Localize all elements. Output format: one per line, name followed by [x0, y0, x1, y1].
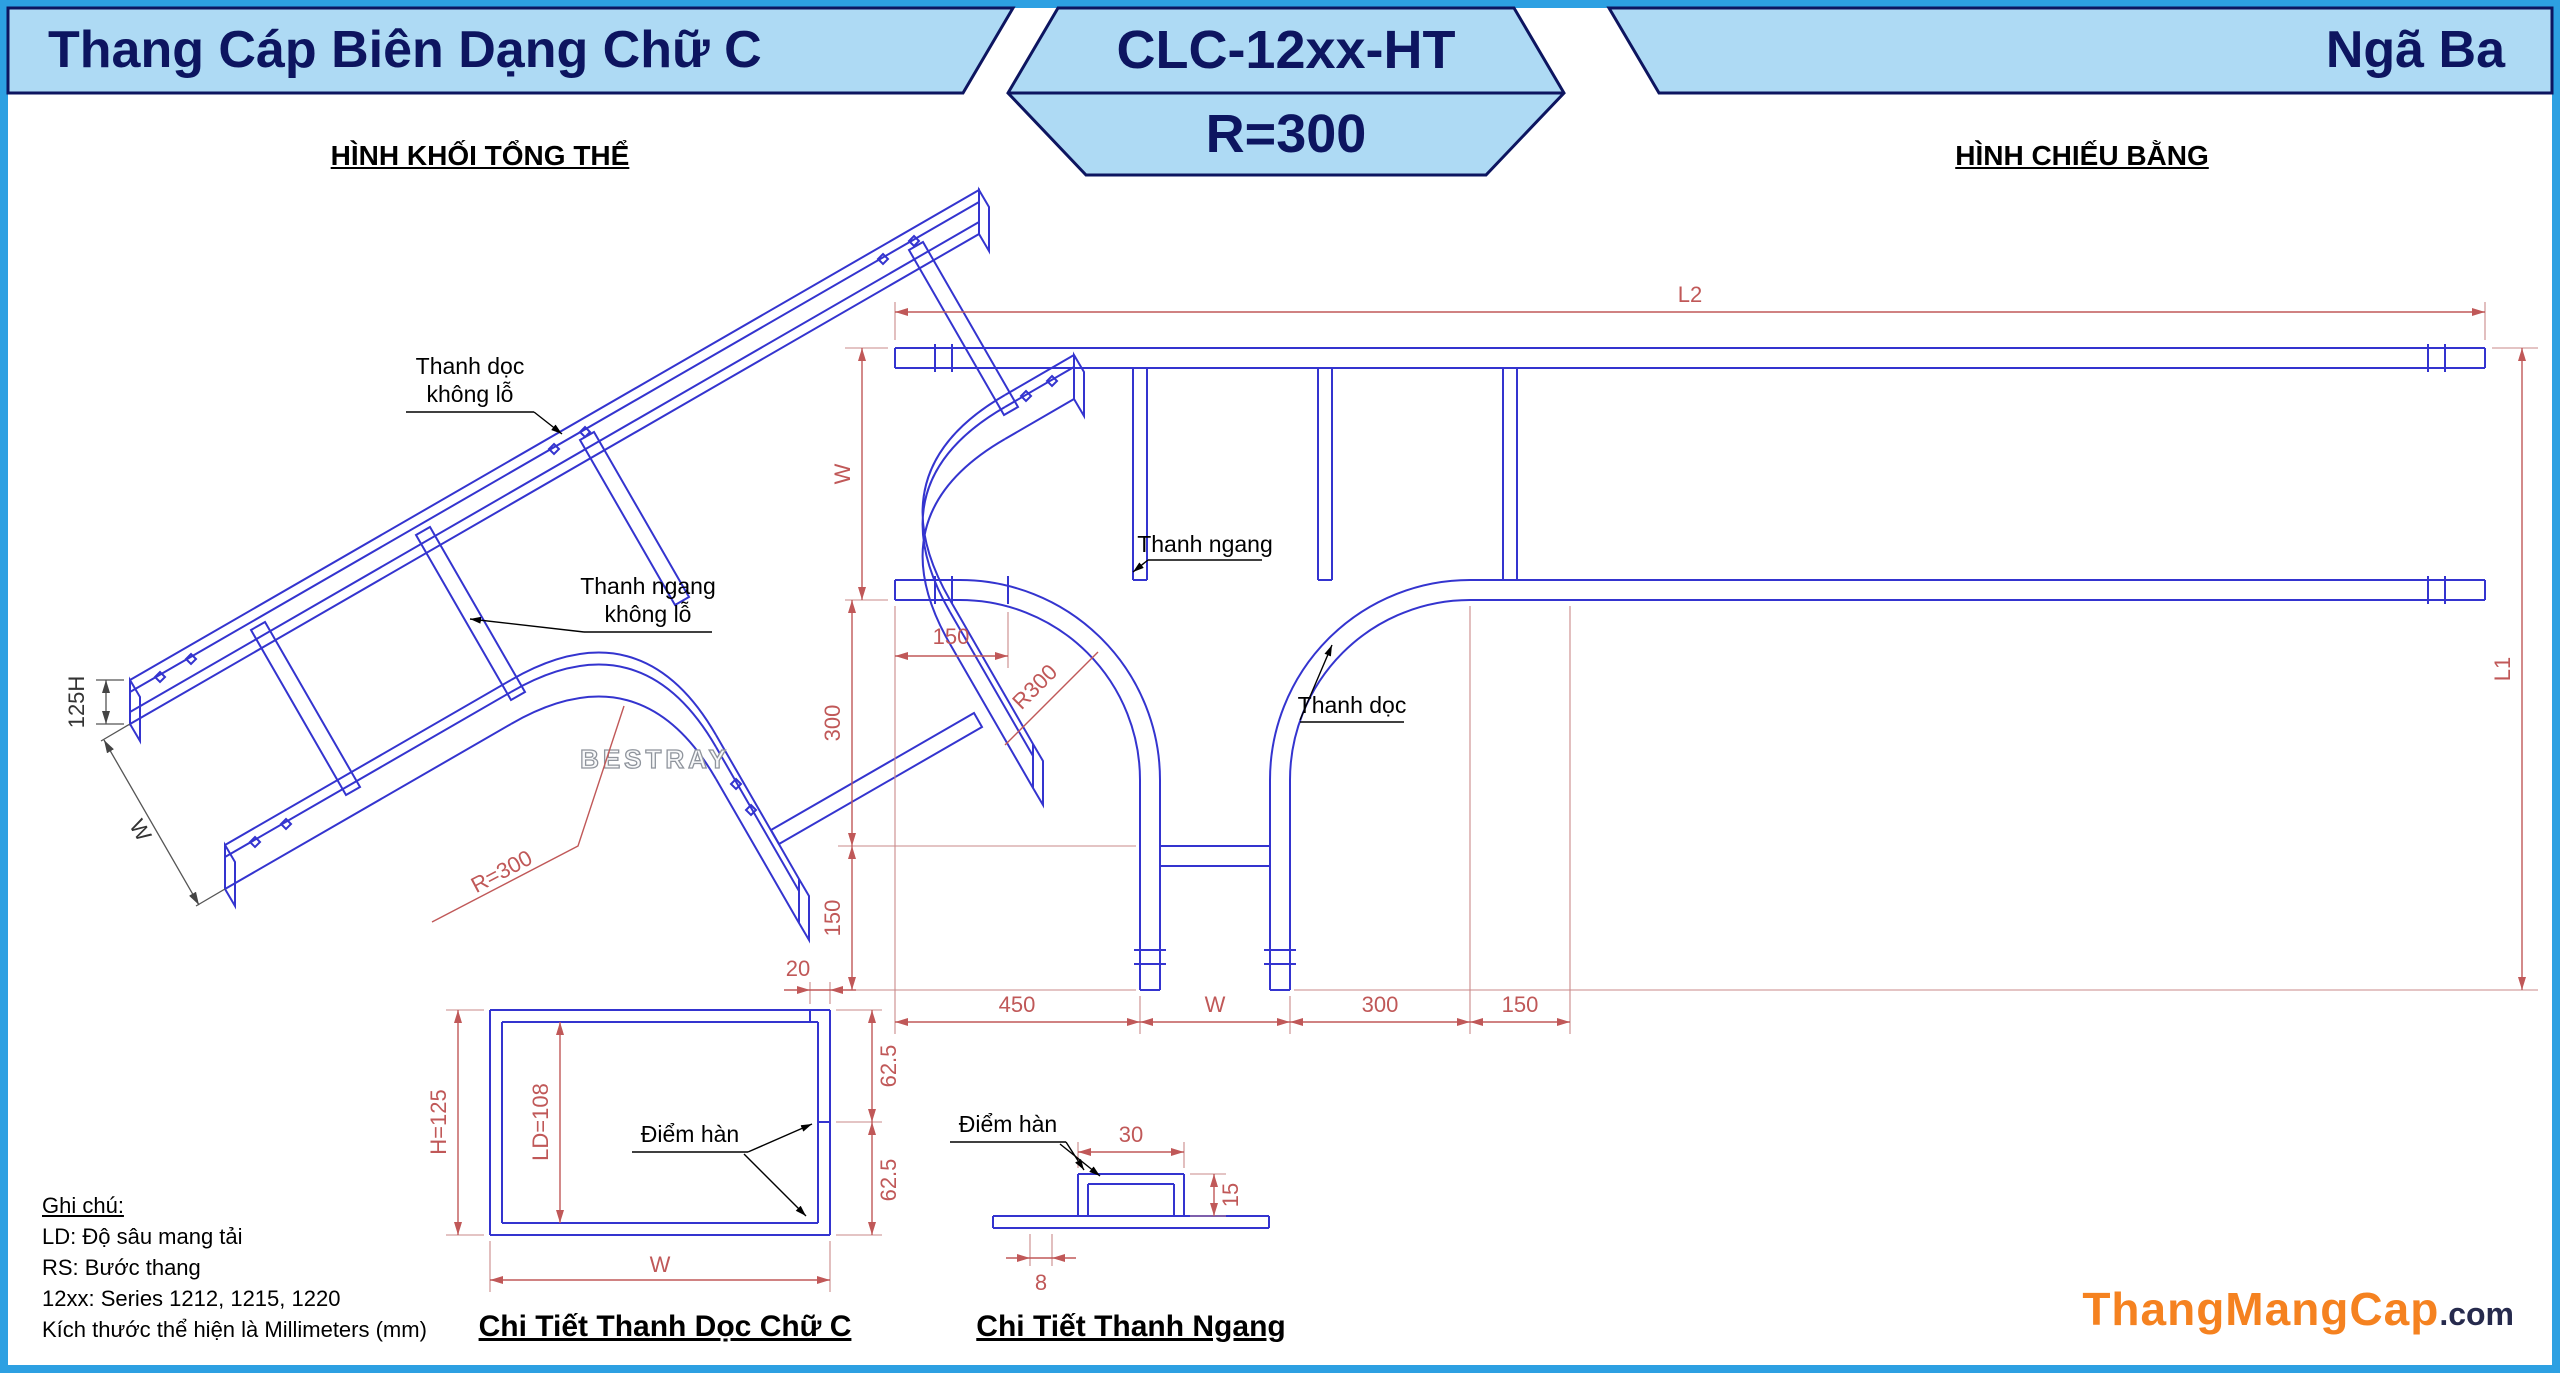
plan-rung-label: Thanh ngang: [1137, 531, 1273, 557]
rung-dim-30-label: 30: [1119, 1122, 1143, 1147]
c-dim-h-label: H=125: [426, 1089, 451, 1154]
rung-dim-8-label: 8: [1035, 1270, 1047, 1295]
iso-near-rail-left: [224, 679, 512, 910]
iso-branch-right-rail: [949, 599, 1044, 809]
notes-line-series: 12xx: Series 1212, 1215, 1220: [42, 1286, 341, 1311]
plan-view: L2 W 150 300 150 R300 L1 450 W 300 150 T…: [820, 282, 2538, 1034]
c-weld-leader-1: [747, 1123, 813, 1153]
plan-view-title: HÌNH CHIẾU BẰNG: [1955, 140, 2209, 171]
plan-dim-l2-label: L2: [1678, 282, 1702, 307]
iso-dim-height-label: 125H: [64, 676, 89, 729]
c-profile-section: [489, 1009, 831, 1236]
plan-dim-450-label: 450: [999, 992, 1036, 1017]
iso-rung-leader: [469, 616, 585, 633]
c-dim-62-top-label: 62.5: [876, 1045, 901, 1088]
rung-weld-leader-2: [1059, 1143, 1101, 1177]
rung-dim-8-ext: [1029, 1234, 1053, 1266]
site-logo-domain: .com: [2439, 1296, 2514, 1332]
header-bar: Thang Cáp Biên Dạng Chữ C CLC-12xx-HT R=…: [6, 6, 2554, 177]
iso-rungs: [249, 240, 1020, 846]
c-dim-h-ext: [446, 1009, 484, 1236]
radius-code: R=300: [1206, 104, 1367, 164]
c-dim-w-label: W: [650, 1252, 671, 1277]
plan-dim-w-label: W: [830, 463, 855, 484]
plan-rungs: [1132, 368, 1518, 581]
plan-side-rail-label: Thanh dọc: [1298, 692, 1407, 718]
product-title: Thang Cáp Biên Dạng Chữ C: [48, 21, 762, 79]
plan-dim-r300-leader: [1004, 651, 1099, 746]
rung-weld-label: Điểm hàn: [959, 1111, 1057, 1137]
plan-side-rail-leader: [1299, 644, 1333, 721]
plan-dim-150-bottom-label: 150: [1502, 992, 1539, 1017]
bestray-watermark: BESTRAY: [580, 744, 730, 774]
iso-dim-radius-leader: [431, 705, 625, 923]
c-weld-label: Điểm hàn: [641, 1121, 739, 1147]
c-weld-leader-2: [743, 1153, 807, 1217]
site-logo: ThangMangCap.com: [2082, 1282, 2514, 1336]
iso-right-fillet: [921, 394, 1006, 645]
rung-dim-15-label: 15: [1218, 1183, 1243, 1207]
iso-near-rail-right: [1004, 351, 1085, 440]
plan-dim-r300-label: R300: [1007, 659, 1062, 714]
iso-far-rail: [129, 186, 990, 745]
rung-section: [992, 1173, 1270, 1229]
iso-dim-radius-label: R=300: [467, 845, 537, 898]
iso-dim-width-line: [103, 739, 200, 906]
plan-tick-marks: [934, 344, 2446, 965]
c-dim-ld-label: LD=108: [528, 1083, 553, 1161]
notes-title: Ghi chú:: [42, 1193, 124, 1218]
plan-rung-leader: [1132, 559, 1149, 573]
rung-detail: 30 15 8 Điểm hàn: [950, 1111, 1270, 1295]
iso-left-fillet: [510, 651, 717, 780]
c-profile-detail: 20 H=125 LD=108 62.5 62.5 W Điểm hàn: [426, 956, 901, 1292]
plan-dim-l1-label: L1: [2490, 657, 2515, 681]
notes-line-ld: LD: Độ sâu mang tải: [42, 1224, 243, 1249]
iso-rung-label-1: Thanh ngang: [580, 573, 716, 599]
notes-block: Ghi chú: LD: Độ sâu mang tải RS: Bước th…: [42, 1190, 427, 1345]
iso-rung-label-2: không lỗ: [605, 601, 692, 627]
plan-dim-150-offset-label: 150: [933, 624, 970, 649]
plan-extension-lines: [838, 302, 2538, 1034]
plan-rails: [894, 347, 2486, 991]
c-dim-lip-ext: [809, 982, 831, 1004]
plan-dim-300-drop-label: 300: [820, 705, 845, 742]
variant-title: Ngã Ba: [2326, 21, 2506, 79]
rung-detail-title: Chi Tiết Thanh Ngang: [976, 1310, 1286, 1343]
header-left-panel: [6, 6, 1016, 95]
iso-dim-width-label: W: [124, 815, 156, 846]
plan-dim-w-branch-label: W: [1205, 992, 1226, 1017]
iso-dim-height-ext: [96, 679, 124, 725]
iso-side-rail-label-1: Thanh dọc: [416, 353, 525, 379]
site-logo-brand: ThangMangCap: [2082, 1283, 2440, 1335]
c-detail-title: Chi Tiết Thanh Dọc Chữ C: [478, 1310, 852, 1343]
model-code: CLC-12xx-HT: [1116, 20, 1455, 80]
c-dim-lip-label: 20: [786, 956, 810, 981]
iso-hole-marks: [153, 234, 1059, 849]
iso-view: BESTRAY 125H W R=300 Thanh dọc không lỗ …: [64, 186, 1085, 944]
iso-dim-width-ext: [100, 723, 226, 907]
iso-side-rail-label-2: không lỗ: [427, 381, 514, 407]
notes-line-units: Kích thước thể hiện là Millimeters (mm): [42, 1317, 427, 1342]
iso-side-rail-leader: [533, 411, 563, 435]
rung-dim-15-ext: [1190, 1173, 1226, 1217]
iso-branch-left-rail: [715, 734, 810, 944]
header-right-panel: [1606, 6, 2554, 95]
c-dim-62-bottom-label: 62.5: [876, 1159, 901, 1202]
iso-view-title: HÌNH KHỐI TỔNG THỂ: [330, 140, 630, 171]
plan-dim-300-bottom-label: 300: [1362, 992, 1399, 1017]
notes-line-rs: RS: Bước thang: [42, 1255, 201, 1280]
plan-dim-150-drop-label: 150: [820, 900, 845, 937]
